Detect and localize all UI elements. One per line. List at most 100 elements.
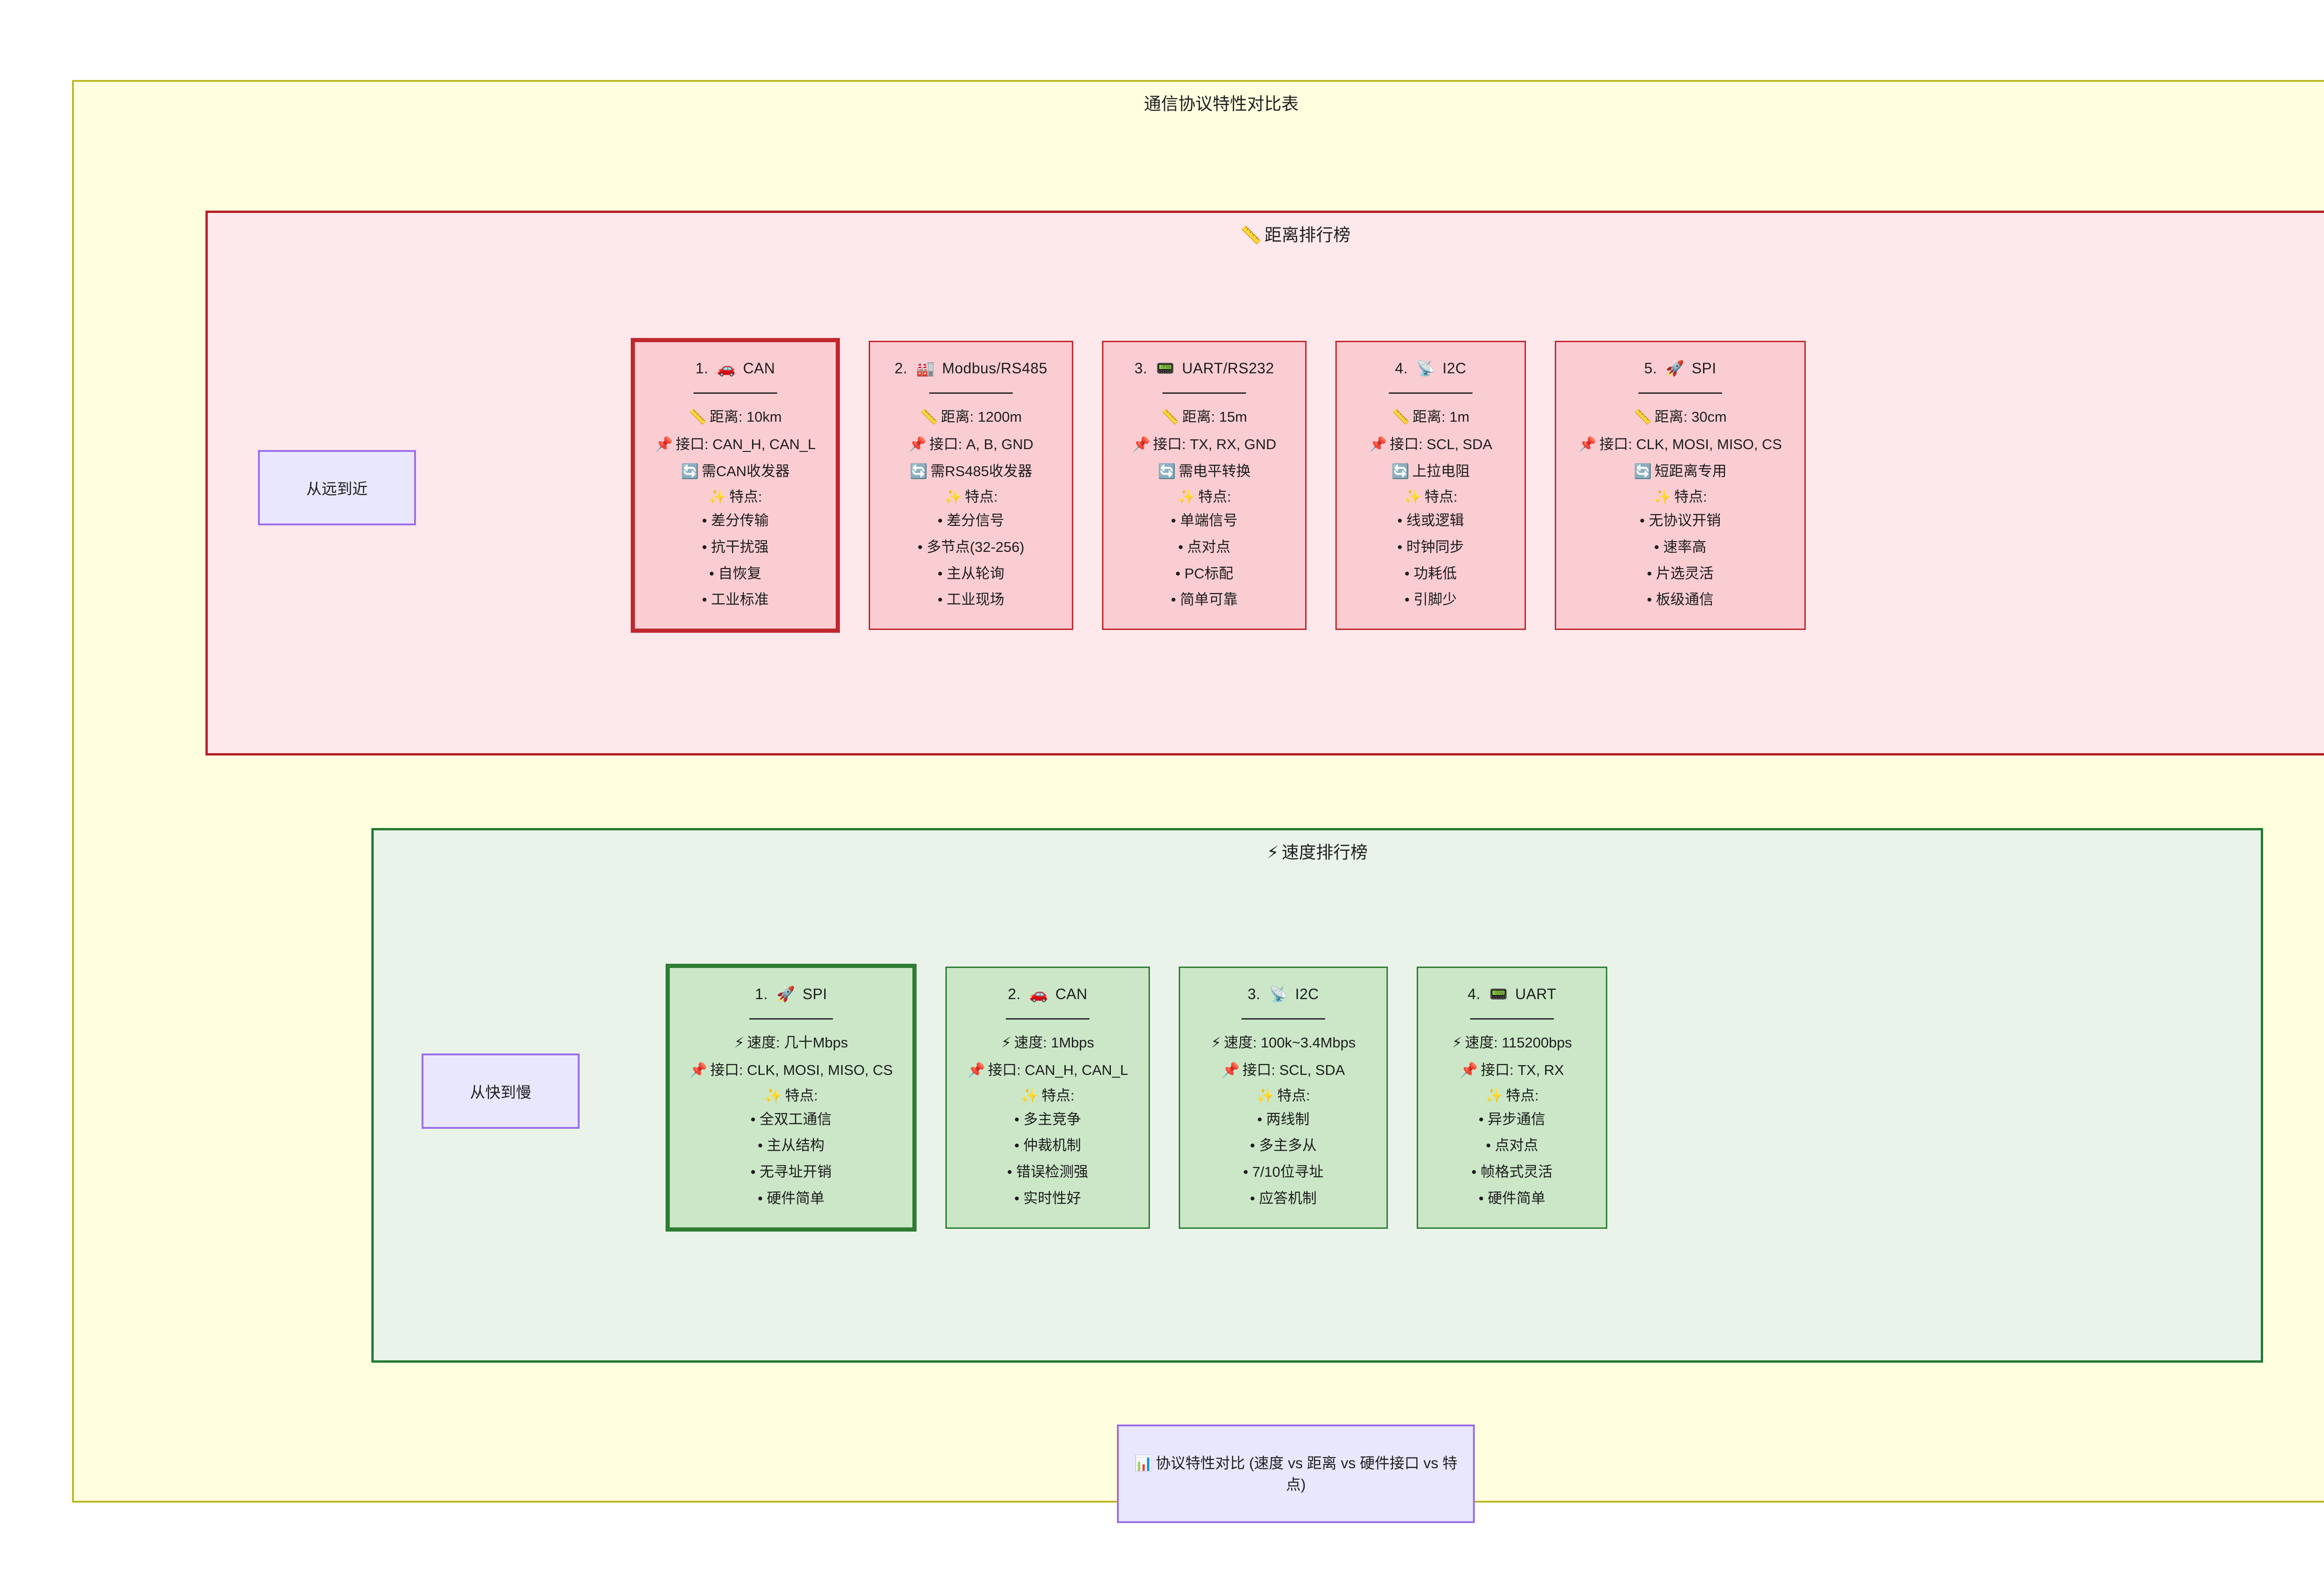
protocol-interface-text: 接口: CAN_H, CAN_L bbox=[988, 1062, 1129, 1078]
protocol-rank: 4. bbox=[1395, 359, 1408, 377]
protocol-features-heading-text: 特点: bbox=[785, 1087, 818, 1104]
protocol-card-title: 3. 📟 UART/RS232 bbox=[1135, 361, 1274, 376]
protocol-rank: 2. bbox=[1008, 986, 1021, 1003]
protocol-card[interactable]: 5. 🚀 SPI📏距离: 30cm📌接口: CLK, MOSI, MISO, C… bbox=[1555, 340, 1806, 630]
pager-icon: 📟 bbox=[1489, 985, 1508, 1003]
protocol-feature-list: 单端信号点对点PC标配简单可靠 bbox=[1116, 512, 1293, 617]
protocol-features-heading: ✨特点: bbox=[708, 490, 762, 504]
protocol-feature-item: 多主多从 bbox=[1192, 1137, 1374, 1155]
protocol-features-heading-text: 特点: bbox=[964, 489, 998, 505]
card-divider bbox=[1006, 1018, 1089, 1020]
protocol-feature-item: 多节点(32-256) bbox=[882, 538, 1060, 557]
protocol-feature-item: 两线制 bbox=[1192, 1111, 1374, 1129]
bar-chart-icon: 📊 bbox=[1134, 1454, 1153, 1472]
protocol-card[interactable]: 1. 🚗 CAN📏距离: 10km📌接口: CAN_H, CAN_L🔄需CAN收… bbox=[631, 338, 840, 633]
protocol-card[interactable]: 1. 🚀 SPI⚡速度: 几十Mbps📌接口: CLK, MOSI, MISO,… bbox=[666, 964, 917, 1232]
protocol-hardware: 🔄上拉电阻 bbox=[1392, 462, 1470, 481]
protocol-card[interactable]: 3. 📡 I2C⚡速度: 100k~3.4Mbps📌接口: SCL, SDA✨特… bbox=[1179, 967, 1388, 1229]
protocol-feature-item: 全双工通信 bbox=[682, 1111, 900, 1129]
protocol-card-title: 5. 🚀 SPI bbox=[1644, 361, 1716, 376]
diagram-outer-frame: 通信协议特性对比表 📏距离排行榜 1. 🚗 CAN📏距离: 10km📌接口: C… bbox=[72, 80, 2324, 1523]
protocol-feature-item: 仲裁机制 bbox=[959, 1137, 1136, 1155]
protocol-features-heading-text: 特点: bbox=[1041, 1087, 1075, 1104]
protocol-features-heading-text: 特点: bbox=[1277, 1087, 1310, 1104]
protocol-feature-item: 实时性好 bbox=[959, 1190, 1136, 1208]
protocol-features-heading-text: 特点: bbox=[1424, 489, 1458, 505]
legend-box: 📊协议特性对比 (速度 vs 距离 vs 硬件接口 vs 特点) bbox=[1117, 1425, 1475, 1523]
speed-order-chip: 从快到慢 bbox=[422, 1054, 580, 1129]
protocol-features-heading: ✨特点: bbox=[944, 490, 997, 504]
card-divider bbox=[929, 392, 1013, 394]
protocol-card[interactable]: 4. 📡 I2C📏距离: 1m📌接口: SCL, SDA🔄上拉电阻✨特点:线或逻… bbox=[1335, 340, 1526, 630]
protocol-interface-text: 接口: TX, RX, GND bbox=[1153, 436, 1276, 452]
protocol-card-title: 4. 📟 UART bbox=[1468, 987, 1557, 1001]
car-icon: 🚗 bbox=[1029, 985, 1049, 1003]
protocol-interface: 📌接口: CAN_H, CAN_L bbox=[967, 1061, 1128, 1080]
sparkles-icon: ✨ bbox=[1404, 489, 1422, 505]
sparkles-icon: ✨ bbox=[1653, 489, 1671, 505]
protocol-feature-item: 功耗低 bbox=[1349, 565, 1512, 583]
protocol-metric: 📏距离: 10km bbox=[689, 408, 782, 427]
protocol-features-heading-text: 特点: bbox=[729, 489, 762, 505]
pushpin-icon: 📌 bbox=[689, 1062, 707, 1079]
refresh-icon: 🔄 bbox=[1158, 463, 1176, 480]
sparkles-icon: ✨ bbox=[1021, 1087, 1039, 1104]
protocol-feature-list: 全双工通信主从结构无寻址开销硬件简单 bbox=[682, 1111, 900, 1216]
pushpin-icon: 📌 bbox=[1221, 1062, 1240, 1079]
car-icon: 🚗 bbox=[717, 359, 736, 377]
protocol-interface-text: 接口: SCL, SDA bbox=[1242, 1062, 1345, 1078]
protocol-features-heading-text: 特点: bbox=[1198, 489, 1231, 505]
protocol-features-heading: ✨特点: bbox=[1653, 490, 1707, 504]
protocol-feature-item: 速率高 bbox=[1568, 538, 1792, 557]
protocol-features-heading: ✨特点: bbox=[1256, 1088, 1310, 1103]
protocol-feature-item: 点对点 bbox=[1430, 1137, 1594, 1155]
protocol-feature-item: 错误检测强 bbox=[959, 1163, 1136, 1181]
speed-cards-row: 1. 🚀 SPI⚡速度: 几十Mbps📌接口: CLK, MOSI, MISO,… bbox=[666, 830, 1607, 1365]
protocol-hardware-text: 需RS485收发器 bbox=[930, 463, 1032, 480]
refresh-icon: 🔄 bbox=[910, 463, 928, 480]
protocol-metric-text: 距离: 1m bbox=[1413, 408, 1470, 425]
protocol-card[interactable]: 2. 🏭 Modbus/RS485📏距离: 1200m📌接口: A, B, GN… bbox=[869, 340, 1073, 630]
ruler-icon: 📏 bbox=[1240, 225, 1262, 245]
protocol-interface: 📌接口: CLK, MOSI, MISO, CS bbox=[1578, 435, 1782, 454]
pushpin-icon: 📌 bbox=[967, 1062, 985, 1079]
card-divider bbox=[1470, 1018, 1554, 1020]
page-title: 通信协议特性对比表 bbox=[1144, 94, 1299, 113]
protocol-name: CAN bbox=[1055, 986, 1088, 1003]
protocol-hardware: 🔄需RS485收发器 bbox=[910, 462, 1032, 481]
protocol-hardware-text: 短距离专用 bbox=[1654, 463, 1727, 480]
protocol-metric-text: 速度: 115200bps bbox=[1465, 1034, 1572, 1051]
protocol-features-heading: ✨特点: bbox=[1021, 1088, 1074, 1103]
protocol-feature-item: 多主竞争 bbox=[959, 1111, 1136, 1129]
pushpin-icon: 📌 bbox=[1132, 436, 1150, 453]
pager-icon: 📟 bbox=[1156, 359, 1175, 377]
protocol-card[interactable]: 2. 🚗 CAN⚡速度: 1Mbps📌接口: CAN_H, CAN_L✨特点:多… bbox=[945, 967, 1150, 1229]
protocol-interface: 📌接口: TX, RX bbox=[1460, 1061, 1564, 1080]
card-divider bbox=[1638, 392, 1722, 394]
protocol-metric: 📏距离: 1200m bbox=[920, 408, 1022, 427]
pushpin-icon: 📌 bbox=[1578, 436, 1597, 453]
card-divider bbox=[1389, 392, 1472, 394]
protocol-metric-text: 距离: 10km bbox=[709, 408, 782, 425]
protocol-metric: ⚡速度: 几十Mbps bbox=[734, 1034, 848, 1053]
protocol-interface-text: 接口: CAN_H, CAN_L bbox=[675, 436, 816, 452]
protocol-feature-item: 帧格式灵活 bbox=[1430, 1163, 1594, 1181]
speed-section-title-text: 速度排行榜 bbox=[1281, 843, 1368, 862]
protocol-metric-text: 速度: 1Mbps bbox=[1014, 1034, 1095, 1051]
protocol-rank: 1. bbox=[755, 986, 768, 1003]
speed-ranking-section: ⚡速度排行榜 1. 🚀 SPI⚡速度: 几十Mbps📌接口: CLK, MOSI… bbox=[371, 828, 2263, 1363]
sparkles-icon: ✨ bbox=[708, 489, 726, 505]
protocol-interface-text: 接口: CLK, MOSI, MISO, CS bbox=[710, 1062, 893, 1078]
protocol-feature-item: 线或逻辑 bbox=[1349, 512, 1512, 530]
rocket-icon: 🚀 bbox=[1665, 359, 1685, 377]
lightning-icon: ⚡ bbox=[1267, 842, 1279, 862]
sparkles-icon: ✨ bbox=[1177, 489, 1195, 505]
sparkles-icon: ✨ bbox=[1485, 1087, 1503, 1104]
protocol-card[interactable]: 3. 📟 UART/RS232📏距离: 15m📌接口: TX, RX, GND🔄… bbox=[1102, 340, 1307, 630]
ruler-icon: 📏 bbox=[689, 408, 707, 425]
protocol-feature-list: 两线制多主多从7/10位寻址应答机制 bbox=[1192, 1111, 1374, 1216]
protocol-card[interactable]: 4. 📟 UART⚡速度: 115200bps📌接口: TX, RX✨特点:异步… bbox=[1417, 967, 1607, 1229]
protocol-name: SPI bbox=[1691, 359, 1717, 377]
protocol-name: Modbus/RS485 bbox=[942, 359, 1048, 377]
distance-cards-row: 1. 🚗 CAN📏距离: 10km📌接口: CAN_H, CAN_L🔄需CAN收… bbox=[631, 213, 1806, 758]
